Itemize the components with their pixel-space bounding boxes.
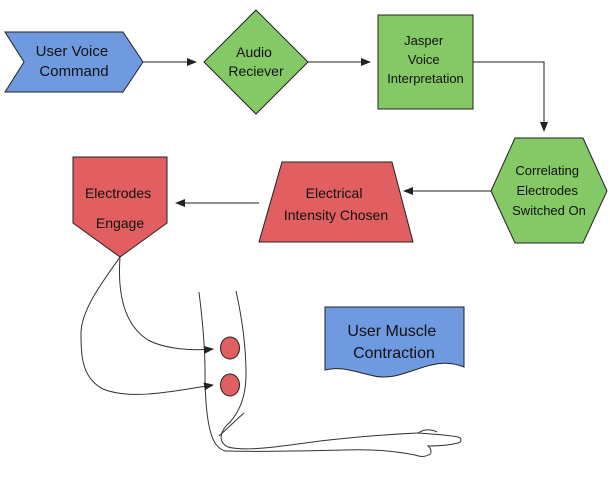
electrical-intensity-line-2: Intensity Chosen: [284, 207, 388, 223]
arm-illustration: [198, 290, 462, 457]
user-voice-command-shape: [4, 31, 144, 93]
audio-receiver-label: Audio Reciever: [228, 44, 284, 79]
electrodes-engage-line-1: Electrodes: [85, 185, 151, 201]
electrodes-engage-shape: [72, 156, 168, 258]
arm-back-outline: [220, 290, 419, 450]
jasper-line-2: Voice: [408, 52, 440, 67]
correlating-line-1: Correlating: [515, 163, 579, 178]
arm-thumb-outline: [417, 429, 438, 434]
jasper-voice-interpretation-label: Jasper Voice Interpretation: [387, 33, 464, 86]
audio-receiver-line-2: Reciever: [228, 63, 284, 79]
jasper-line-1: Jasper: [404, 33, 444, 48]
electrical-intensity-line-1: Electrical: [306, 185, 363, 201]
electrodes-engage-label: Electrodes Engage: [85, 185, 155, 231]
electrode-wires: [80, 256, 214, 395]
correlating-electrodes-label: Correlating Electrodes Switched On: [512, 163, 586, 218]
user-muscle-line-2: Contraction: [353, 345, 435, 362]
user-voice-command-label: User Voice Command: [36, 43, 113, 80]
user-voice-command-line-2: Command: [39, 63, 108, 80]
arm-front-outline: [198, 291, 226, 452]
node-jasper-voice-interpretation: Jasper Voice Interpretation: [377, 14, 474, 110]
correlating-line-2: Electrodes: [516, 183, 578, 198]
user-muscle-contraction-shape: [324, 306, 465, 378]
jasper-line-3: Interpretation: [387, 71, 464, 86]
node-user-voice-command: User Voice Command: [4, 31, 144, 93]
wire-upper: [118, 256, 214, 354]
node-electrical-intensity: Electrical Intensity Chosen: [258, 161, 414, 243]
node-audio-receiver: Audio Reciever: [203, 9, 309, 115]
arm-elbow-fold: [218, 412, 245, 437]
wire-lower: [80, 256, 214, 395]
node-electrodes-engage: Electrodes Engage: [72, 156, 168, 258]
connectors: [143, 58, 548, 207]
electrical-intensity-label: Electrical Intensity Chosen: [284, 185, 388, 223]
electrode-pad-upper: [220, 336, 240, 360]
node-user-muscle-contraction: User Muscle Contraction: [324, 306, 465, 378]
arm-forearm-outline: [224, 449, 429, 457]
node-correlating-electrodes: Correlating Electrodes Switched On: [490, 137, 608, 244]
audio-receiver-shape: [203, 9, 309, 115]
electrodes-engage-line-2: Engage: [96, 215, 144, 231]
electrical-intensity-shape: [258, 161, 414, 243]
user-muscle-line-1: User Muscle: [347, 323, 436, 340]
arm-hand-outline: [417, 432, 462, 456]
electrode-pad-lower: [220, 373, 240, 397]
audio-receiver-line-1: Audio: [236, 44, 272, 60]
correlating-electrodes-shape: [490, 137, 608, 244]
user-voice-command-line-1: User Voice: [36, 43, 109, 60]
arrow-jasper-to-correlating: [473, 61, 548, 132]
user-muscle-contraction-label: User Muscle Contraction: [347, 323, 440, 362]
correlating-line-3: Switched On: [512, 203, 586, 218]
